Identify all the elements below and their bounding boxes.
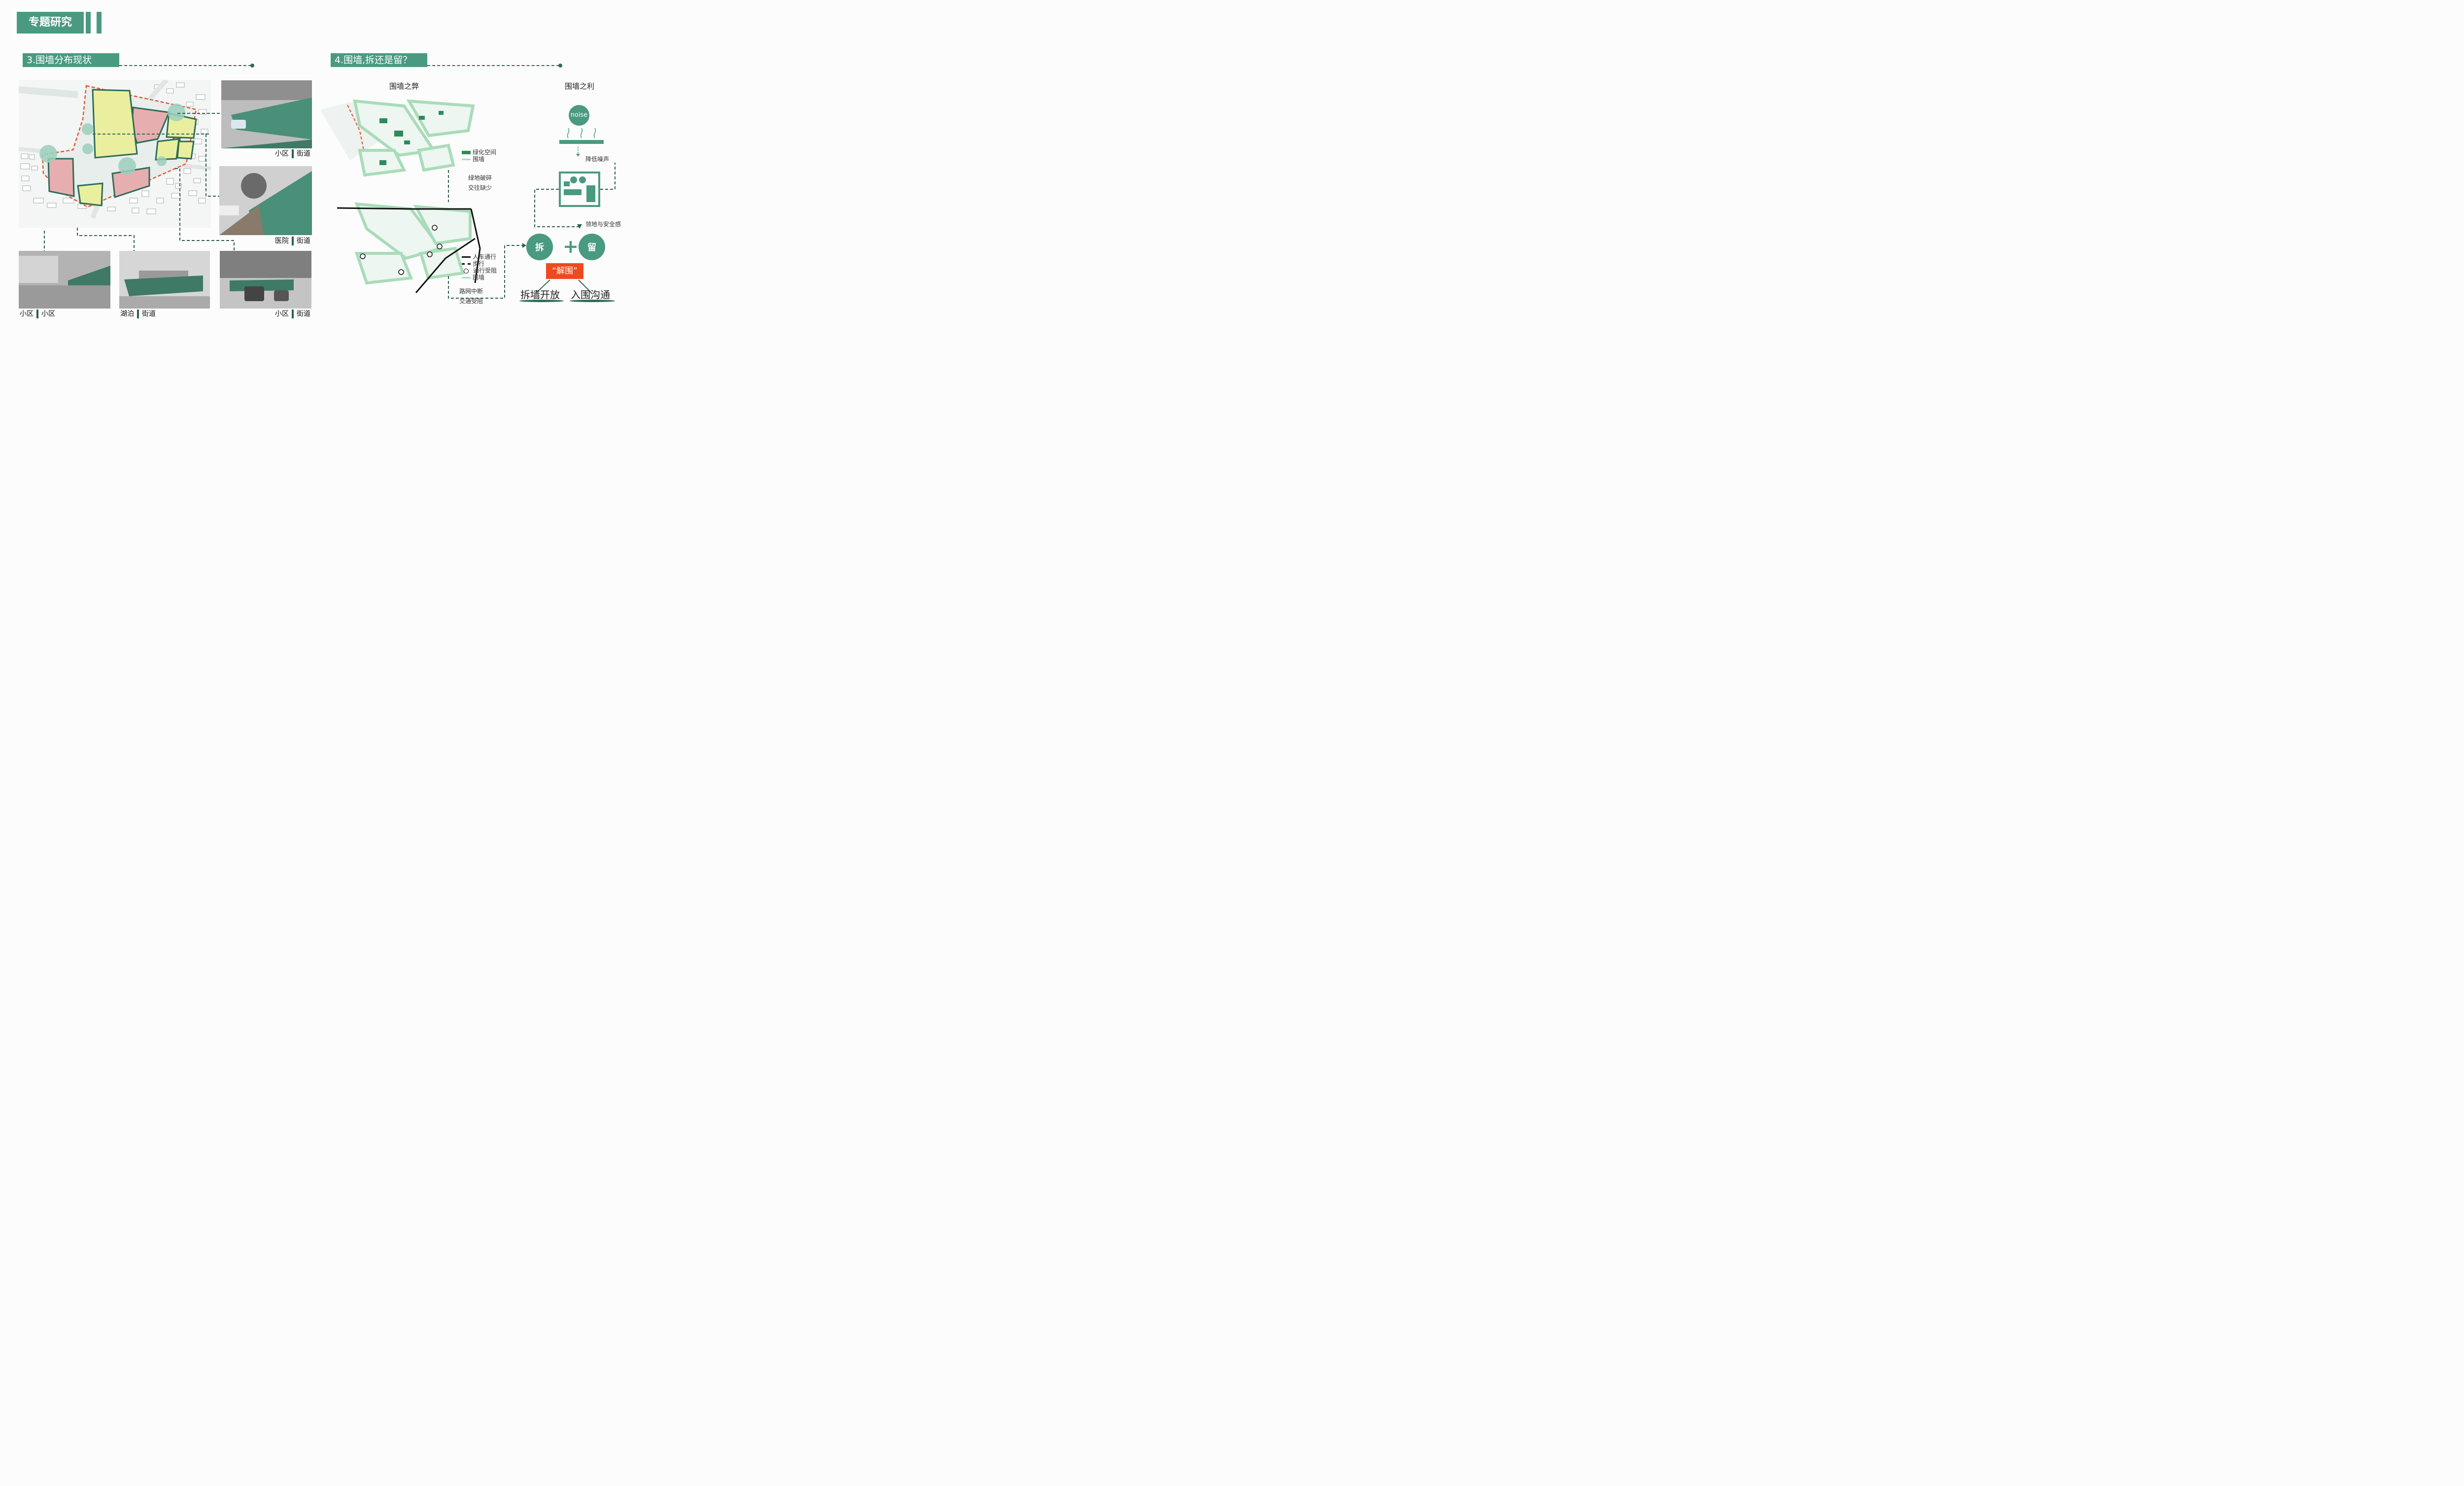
solution-branches: [536, 279, 592, 293]
legend-swatch: [464, 268, 469, 274]
noise-badge: noise: [569, 105, 589, 126]
benefit-heading: 围墙之利: [565, 82, 595, 91]
photo-caption: 小区街道: [275, 310, 310, 318]
territory-label: 领地与安全感: [585, 221, 621, 228]
legend-swatch: [462, 151, 471, 154]
photo-residential-street-wall: [221, 80, 312, 148]
green-patches: [379, 111, 444, 165]
underline-swoosh: [519, 300, 564, 302]
down-arrow-icon: [576, 147, 580, 157]
photo-hospital-street-wall: [219, 166, 312, 235]
title-accent-bar: [86, 12, 91, 34]
reduce-noise-label: 降低噪声: [585, 156, 610, 163]
page-title: 专题研究: [17, 12, 84, 34]
photo-caption: 小区街道: [275, 149, 310, 158]
legend-wall-2: 围墙: [462, 273, 484, 281]
legend-swatch: [462, 159, 471, 160]
note-traffic-blocked: 交通受阻: [459, 298, 483, 305]
section3-leader-dot: [250, 64, 254, 68]
section4-leader-line: [427, 65, 559, 66]
legend-wall: 围墙: [462, 155, 484, 163]
photo-caption: 小区小区: [20, 310, 55, 318]
wall-distribution-map: [19, 80, 211, 228]
tree-clusters: [39, 104, 185, 175]
keep-gear: [579, 234, 605, 260]
road-network-diagram: [337, 202, 481, 293]
keep-label: 留: [587, 242, 596, 253]
noise-waves-icon: [559, 128, 604, 144]
note-interaction-lacking: 交往缺少: [468, 184, 492, 191]
yellow-blocks: [77, 89, 197, 207]
photo-lake-street-wall: [119, 251, 210, 309]
plus-sign: +: [563, 236, 579, 257]
territory-icon: [559, 172, 600, 207]
note-greenspace-fragmented: 绿地破碎: [468, 174, 492, 181]
legend-swatch: [462, 256, 471, 258]
section3-leader-line: [119, 65, 251, 66]
harm-heading: 围墙之弊: [389, 82, 419, 91]
section4-leader-dot: [558, 64, 562, 68]
legend-swatch: [462, 277, 471, 278]
enter-communicate-label: 入围沟通: [571, 289, 610, 301]
photo-caption: 湖泊街道: [120, 310, 156, 318]
demolish-gear: [526, 234, 553, 260]
greenspace-diagram: [320, 99, 475, 177]
demolish-label: 拆: [535, 242, 544, 253]
note-network-broken: 路网中断: [459, 288, 483, 295]
photo-residential-wall: [19, 251, 110, 309]
photo-residential-street-wall-2: [220, 251, 311, 309]
open-walls-label: 拆墙开放: [520, 289, 560, 301]
title-accent-bar: [97, 12, 102, 34]
photo-caption: 医院街道: [275, 237, 310, 245]
section3-title: 3.围墙分布现状: [23, 53, 119, 67]
solution-badge: “解围”: [546, 263, 583, 279]
underline-swoosh: [570, 300, 615, 302]
legend-greenspace: 绿化空间: [462, 148, 496, 156]
legend-swatch: [462, 263, 471, 265]
section4-title: 4.围墙,拆还是留？: [331, 53, 427, 67]
